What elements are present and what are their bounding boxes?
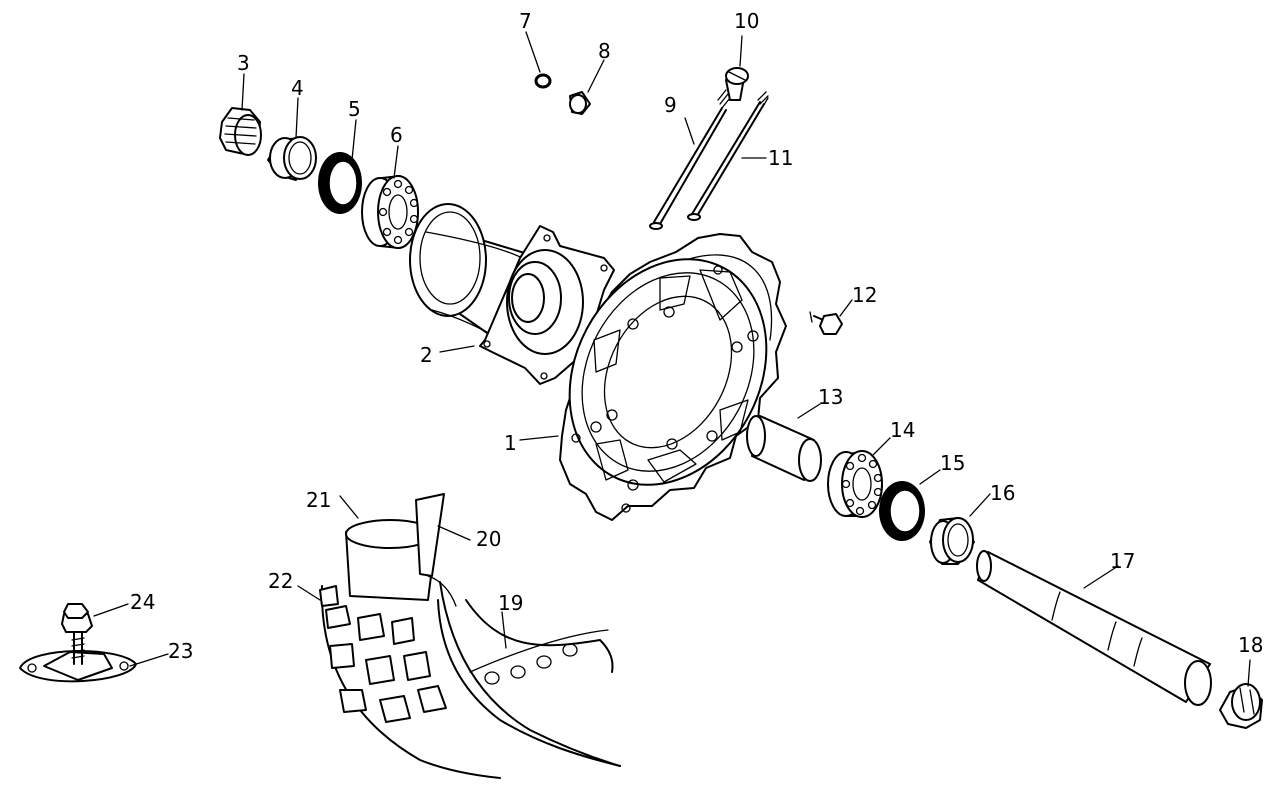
part-23-rim-lock (19, 650, 137, 683)
callout-20: 20 (476, 527, 501, 551)
callout-7: 7 (519, 9, 532, 33)
callout-24: 24 (130, 590, 155, 614)
part-6-bearing (361, 175, 419, 249)
part-24-rim-lock-nut (61, 603, 93, 665)
callout-3: 3 (237, 51, 250, 75)
part-22-tire (319, 585, 621, 779)
part-4-spacer (267, 136, 317, 181)
callout-8: 8 (598, 39, 611, 63)
part-13-spacer-tube (746, 415, 822, 482)
callout-6: 6 (390, 123, 403, 147)
callout-5: 5 (348, 97, 361, 121)
callout-21: 21 (306, 488, 331, 512)
part-1-brake-disc (559, 233, 787, 521)
leader-lines (93, 31, 1251, 687)
callout-23: 23 (168, 639, 193, 663)
callout-22: 22 (268, 569, 293, 593)
part-3-axle-nut (219, 107, 262, 156)
part-11-spoke (687, 91, 769, 221)
callout-15: 15 (940, 451, 965, 475)
callout-19: 19 (498, 591, 523, 615)
callout-labels: 1 2 3 4 5 6 7 8 9 10 11 12 13 14 15 16 1… (130, 9, 1263, 663)
callout-12: 12 (852, 283, 877, 307)
callout-13: 13 (818, 385, 843, 409)
callout-14: 14 (890, 418, 915, 442)
part-19-rim (439, 581, 621, 767)
part-14-bearing (827, 450, 883, 518)
part-15-oil-seal (879, 481, 925, 541)
callout-9: 9 (664, 93, 677, 117)
callout-16: 16 (990, 481, 1015, 505)
callout-4: 4 (291, 76, 304, 100)
part-16-spacer (929, 517, 975, 565)
part-18-axle-bolt (1219, 683, 1263, 729)
part-10-cap (725, 67, 749, 101)
part-9-spoke (649, 89, 731, 230)
callout-10: 10 (734, 9, 759, 33)
part-12-disc-bolt (809, 311, 843, 335)
part-7-o-ring (534, 73, 552, 89)
callout-2: 2 (420, 343, 433, 367)
part-5-oil-seal (318, 152, 362, 214)
callout-17: 17 (1110, 549, 1135, 573)
part-8-spoke-nipple (569, 91, 591, 115)
part-17-axle (976, 550, 1212, 706)
callout-11: 11 (768, 146, 793, 170)
part-21-inner-tube (345, 519, 437, 601)
part-20-rim-band (415, 493, 457, 607)
callout-18: 18 (1238, 633, 1263, 657)
callout-1: 1 (504, 431, 517, 455)
